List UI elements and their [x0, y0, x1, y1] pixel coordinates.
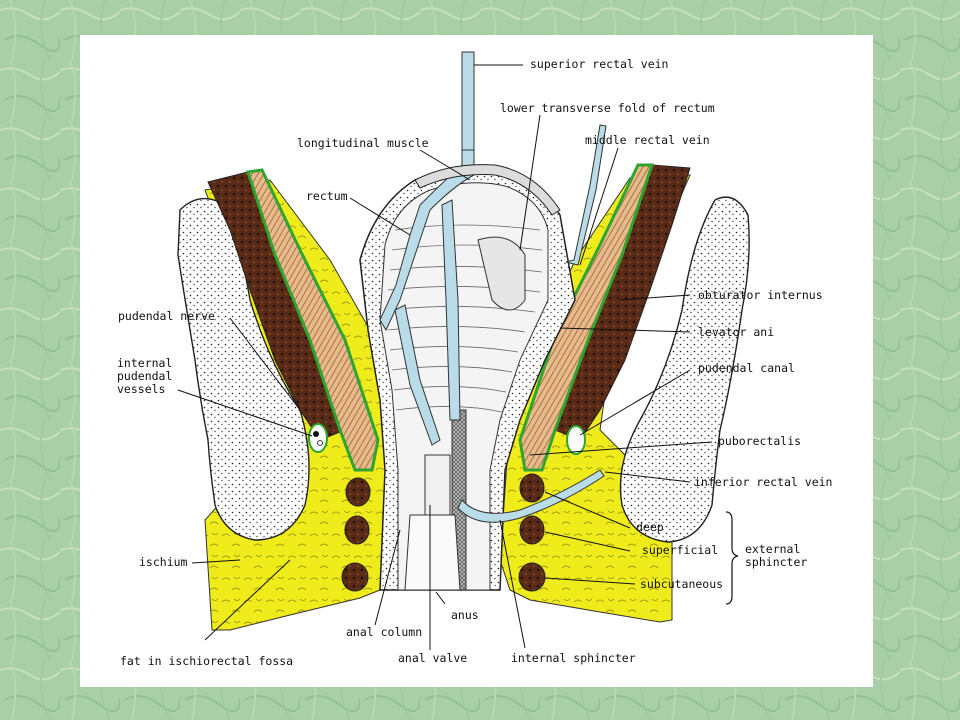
leader-lines [177, 64, 713, 650]
anal-column-strip [424, 454, 451, 516]
external-sphincter-bracket [725, 511, 739, 605]
label-rectum: rectum [306, 189, 348, 203]
label-deep: deep [636, 520, 664, 534]
left-levator-ani [246, 168, 380, 472]
rectal-vein-left-lower-branch [394, 304, 441, 446]
label-pudendal-canal: pudendal canal [698, 361, 795, 375]
right-external-sphincter [518, 473, 546, 592]
left-external-sphincter [341, 477, 371, 592]
right-pudendal-canal [566, 425, 586, 455]
label-internal-pudendal-vessels: internal pudendal vessels [117, 356, 173, 396]
label-ischium: ischium [139, 555, 188, 569]
label-puborectalis: puborectalis [718, 434, 802, 448]
label-fat-in-ischiorectal-fossa: fat in ischiorectal fossa [120, 654, 294, 668]
internal-pudendal-vessel-dot [313, 431, 319, 437]
label-inferior-rectal-vein: inferior rectal vein [694, 475, 833, 489]
superior-rectal-vein [461, 51, 475, 151]
label-superior-rectal-vein: superior rectal vein [530, 57, 669, 71]
middle-rectal-vein [565, 124, 607, 266]
label-levator-ani: levator ani [698, 325, 775, 339]
inferior-rectal-vein [457, 469, 605, 523]
label-external-sphincter: external sphincter [745, 542, 808, 569]
label-obturator-internus: obturator internus [698, 288, 823, 302]
label-lower-transverse-fold: lower transverse fold of rectum [500, 101, 715, 115]
right-levator-ani [518, 163, 655, 472]
lower-transverse-fold [477, 236, 526, 311]
label-pudendal-nerve: pudendal nerve [118, 309, 215, 323]
label-longitudinal-muscle: longitudinal muscle [297, 136, 429, 150]
label-middle-rectal-vein: middle rectal vein [585, 133, 710, 147]
left-pudendal-canal [308, 423, 328, 453]
label-anal-column: anal column [346, 625, 423, 639]
label-superficial: superficial [642, 543, 719, 557]
right-ischium-bone [619, 196, 750, 543]
superior-rectal-vein-right-branch [441, 199, 461, 421]
label-anus: anus [451, 608, 479, 622]
label-anal-valve: anal valve [398, 651, 468, 665]
internal-pudendal-vessel-dot [317, 440, 323, 446]
label-subcutaneous: subcutaneous [640, 577, 724, 591]
label-internal-sphincter: internal sphincter [511, 651, 636, 665]
longitudinal-muscle [414, 164, 561, 216]
anal-canal-lower [404, 514, 461, 591]
